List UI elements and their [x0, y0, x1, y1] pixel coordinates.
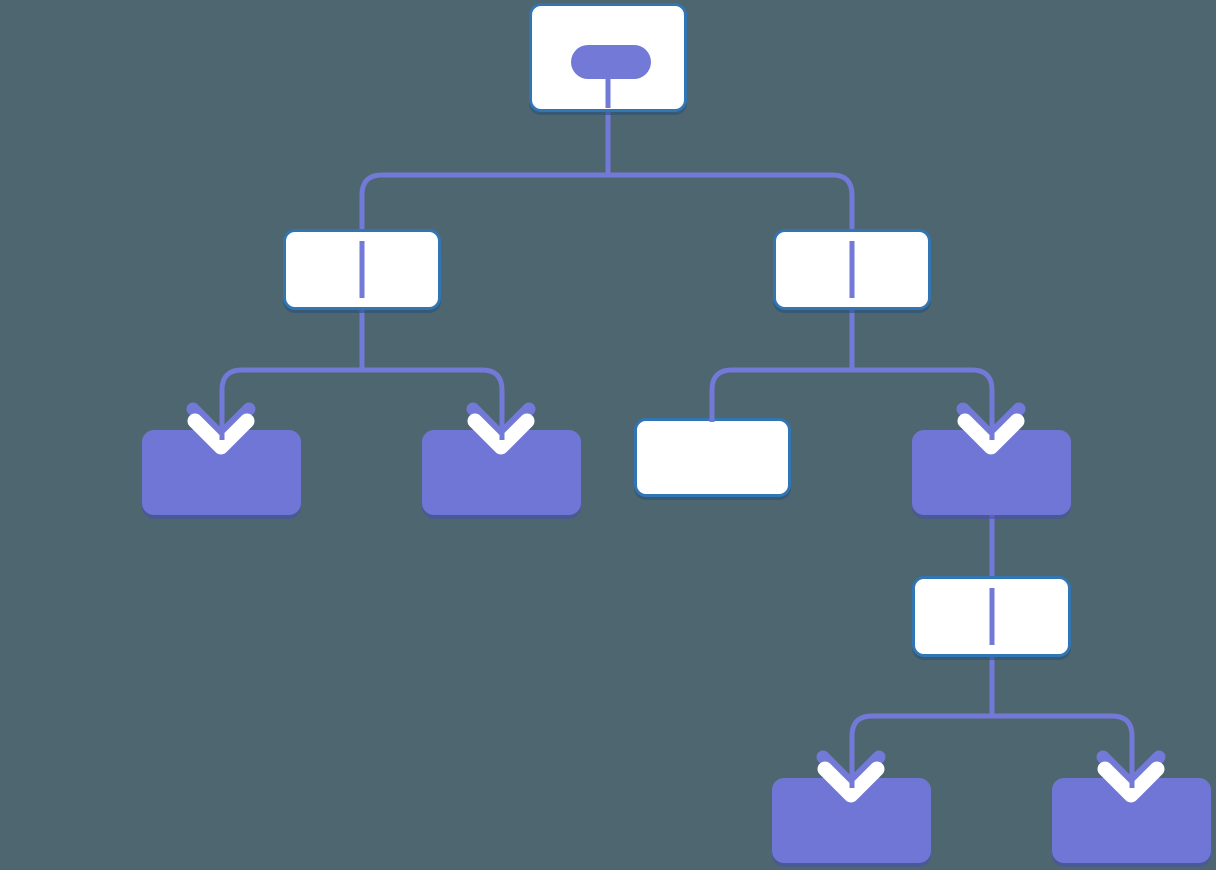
node-l4-b[interactable]	[1052, 778, 1211, 863]
node-l4-a[interactable]	[772, 778, 931, 863]
node-l3[interactable]	[912, 576, 1071, 657]
node-l2-c[interactable]	[634, 418, 791, 497]
node-l2-b[interactable]	[422, 430, 581, 515]
node-l2-d[interactable]	[912, 430, 1071, 515]
node-root[interactable]	[529, 3, 687, 112]
node-l1-right[interactable]	[773, 229, 931, 310]
node-l1-left[interactable]	[283, 229, 441, 310]
node-l2-a[interactable]	[142, 430, 301, 515]
placeholder-pill-icon	[571, 45, 651, 79]
